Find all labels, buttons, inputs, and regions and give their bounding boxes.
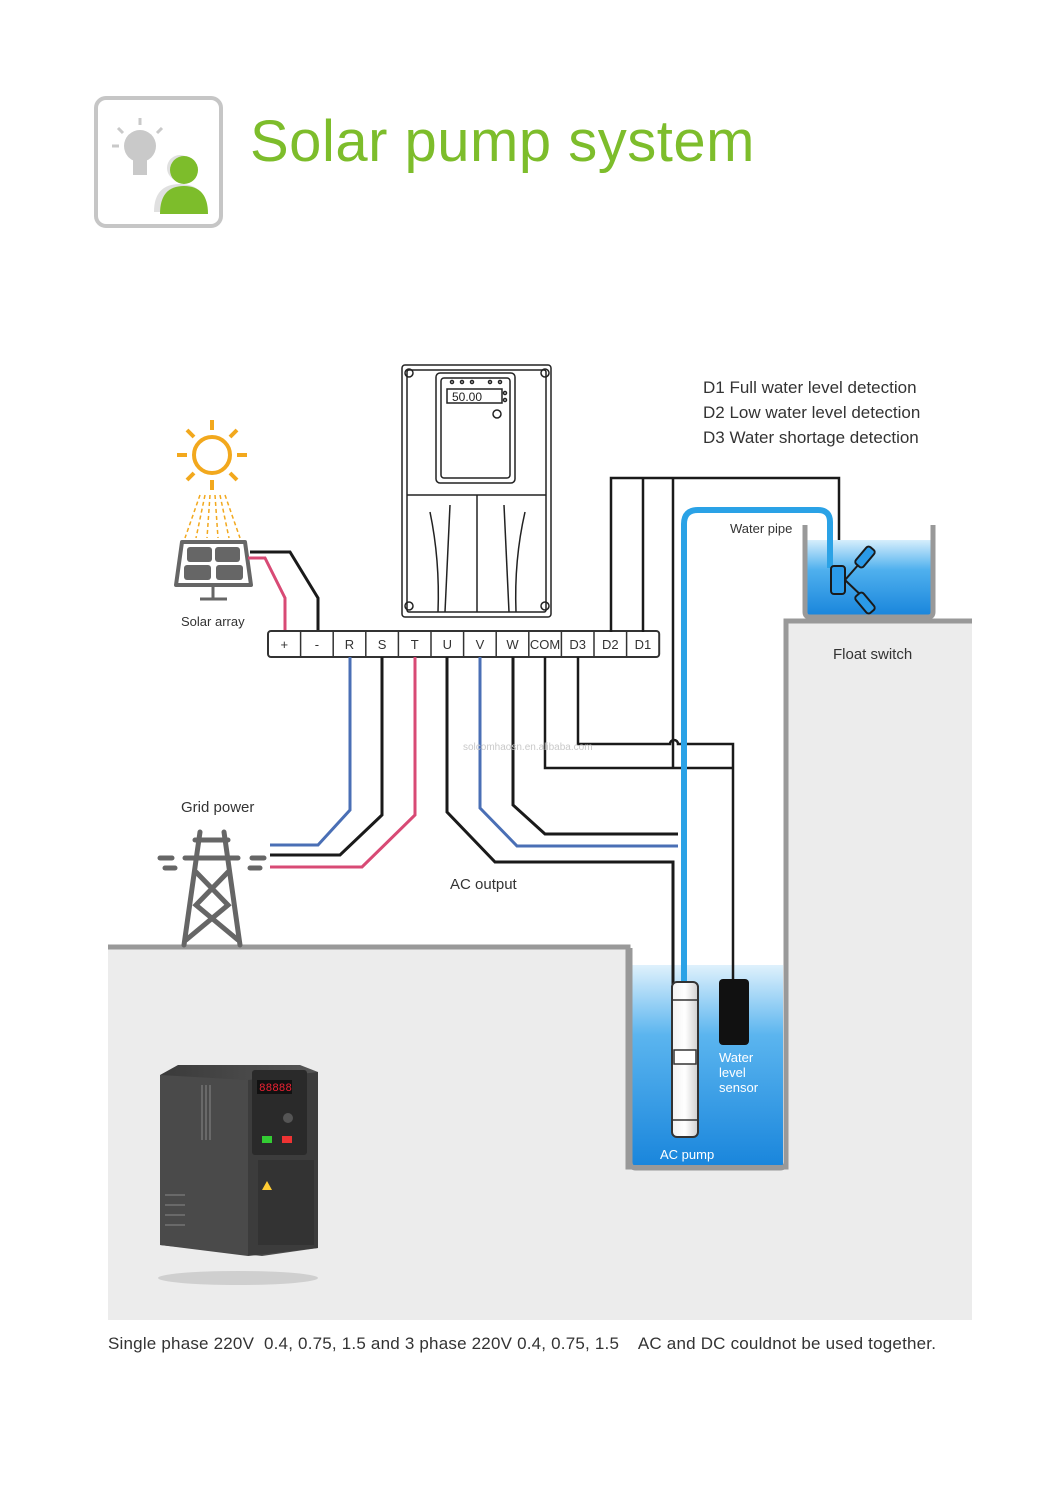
control-wires [543, 476, 841, 980]
terminal-d3: D3 [569, 637, 586, 652]
sensor-icon [719, 979, 749, 1045]
solar-wire-negative [250, 550, 320, 632]
water-pipe [681, 507, 833, 985]
solar-panel-icon [174, 540, 253, 601]
lightbulb-user-icon [94, 96, 223, 228]
terminal-t: T [411, 637, 419, 652]
ac-output-wires [445, 657, 678, 985]
legend-d2: D2 Low water level detection [703, 403, 921, 422]
terminal-s: S [378, 637, 387, 652]
power-tower-icon [157, 829, 267, 948]
terminal-d1: D1 [635, 637, 652, 652]
page-title: Solar pump system [250, 109, 755, 174]
float-switch-icon [830, 545, 876, 615]
terminal-plus: + [281, 637, 289, 652]
grid-wires [270, 657, 417, 869]
inverter-display-value: 50.00 [452, 390, 482, 404]
terminal-v: V [476, 637, 485, 652]
solar-array-label: Solar array [181, 614, 245, 629]
water-pipe-label: Water pipe [730, 521, 793, 536]
terminal-minus: - [315, 637, 319, 652]
terminal-strip: + - R S T U V W COM D3 D2 D1 [267, 630, 661, 658]
well [627, 948, 789, 1171]
footer-note: Single phase 220V 0.4, 0.75, 1.5 and 3 p… [108, 1334, 937, 1353]
legend-d1: D1 Full water level detection [703, 378, 917, 397]
pump-icon [671, 981, 699, 1138]
legend-d3: D3 Water shortage detection [703, 428, 919, 447]
terminal-u: U [443, 637, 452, 652]
vfd-photo-icon: 88888 [158, 1065, 318, 1285]
svg-text:88888: 88888 [259, 1083, 292, 1095]
solar-wire-positive [248, 556, 287, 632]
terminal-r: R [345, 637, 354, 652]
terminal-w: W [506, 637, 519, 652]
sun-icon [177, 420, 247, 490]
inverter-icon [401, 364, 552, 618]
sun-rays [184, 494, 241, 539]
grid-power-label: Grid power [181, 799, 255, 816]
water-level-sensor-label: Water level sensor [719, 1050, 759, 1095]
float-switch-label: Float switch [833, 646, 913, 663]
terminal-d2: D2 [602, 637, 619, 652]
ac-pump-label: AC pump [660, 1147, 715, 1162]
ac-output-label: AC output [450, 876, 517, 893]
terminal-com: COM [530, 637, 560, 652]
watermark: solcomhaosn.en.alibaba.com [463, 742, 593, 753]
